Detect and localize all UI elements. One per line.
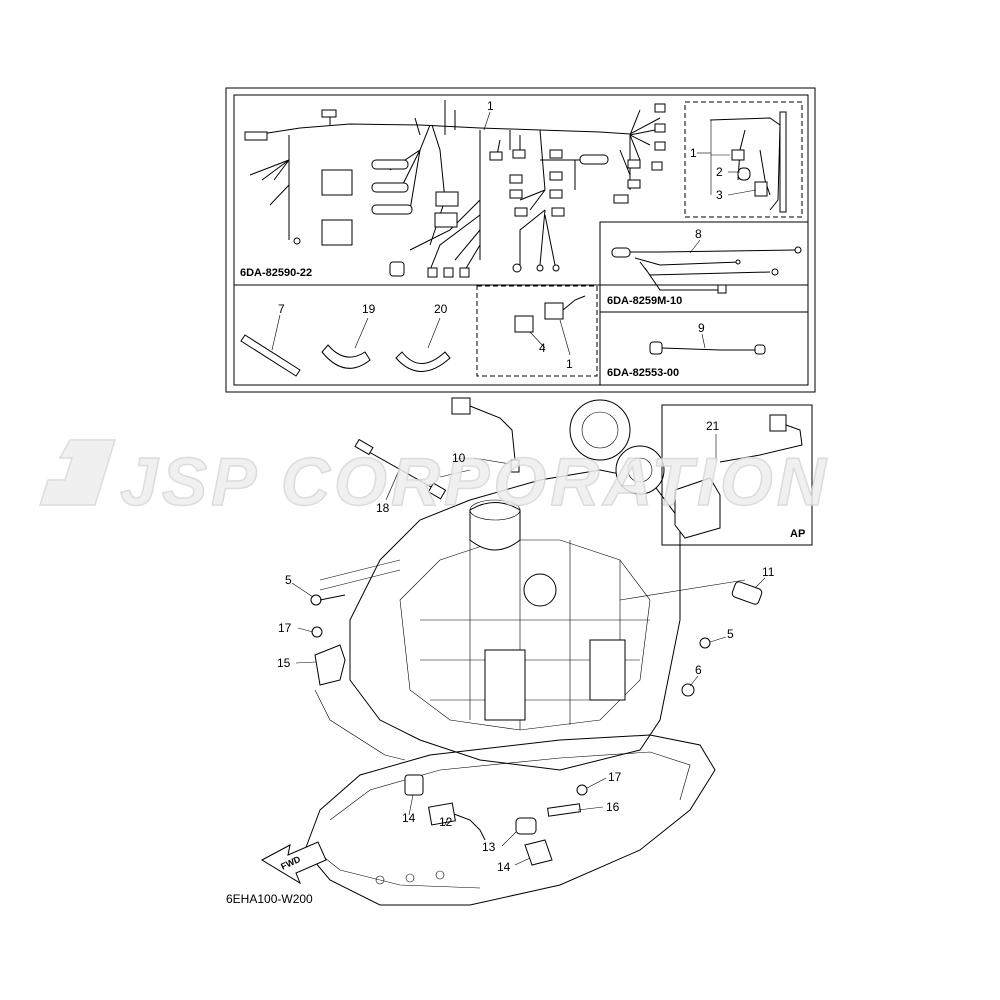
watermark-logo-icon <box>38 439 117 506</box>
callout-16: 16 <box>606 800 620 814</box>
callout-6: 6 <box>695 663 702 677</box>
callout-2: 2 <box>716 165 723 179</box>
diagram-code: 6EHA100-W200 <box>226 892 313 906</box>
watermark-text: JSP CORPORATION <box>120 444 830 520</box>
lead-9 <box>649 341 766 355</box>
bottom-cowling <box>304 734 716 906</box>
callout-20: 20 <box>434 302 448 316</box>
fwd-arrow <box>260 841 327 885</box>
callout-11: 11 <box>762 565 775 579</box>
harness-sub-code: 6DA-8259M-10 <box>607 295 682 307</box>
holder-19 <box>321 344 371 369</box>
callout-17-bottom: 17 <box>608 770 622 784</box>
sub-harness-dashed-box <box>684 101 803 218</box>
switch-11 <box>731 581 763 605</box>
lead-code: 6DA-82553-00 <box>607 367 679 379</box>
callout-17-top: 17 <box>278 621 292 635</box>
harness-8 <box>611 246 802 294</box>
callout-19: 19 <box>362 302 376 316</box>
leader-lines <box>271 111 766 866</box>
callout-12: 12 <box>439 815 453 829</box>
lower-small-parts <box>404 774 581 866</box>
callout-1-relay: 1 <box>566 357 573 371</box>
callout-5-right: 5 <box>727 627 734 641</box>
callout-5-left: 5 <box>285 573 292 587</box>
relay-dashed-box <box>476 285 598 377</box>
bolts <box>310 594 711 796</box>
callout-14-bottom: 14 <box>497 860 511 874</box>
callout-14-left: 14 <box>402 811 416 825</box>
inset-ap <box>661 404 813 546</box>
watermark: JSP CORPORATION <box>38 439 830 521</box>
sensor-18 <box>354 438 447 500</box>
callout-21: 21 <box>706 419 720 433</box>
holder-20 <box>395 351 451 372</box>
engine-assembly <box>319 399 681 771</box>
callout-13: 13 <box>482 840 496 854</box>
bracket-15 <box>314 644 406 761</box>
callout-10: 10 <box>452 451 466 465</box>
sender-10 <box>451 397 520 473</box>
ap-label: AP <box>790 528 805 540</box>
callout-4: 4 <box>539 341 546 355</box>
callout-18: 18 <box>376 501 390 515</box>
main-wire-harness <box>244 100 666 278</box>
callout-1-sub: 1 <box>690 146 697 160</box>
callout-15: 15 <box>277 656 291 670</box>
harness-inset-frame <box>225 87 816 393</box>
harness-main-code: 6DA-82590-22 <box>240 267 312 279</box>
cable-tie-7 <box>240 334 301 377</box>
callout-7: 7 <box>278 302 285 316</box>
callout-3: 3 <box>716 188 723 202</box>
callout-8: 8 <box>695 227 702 241</box>
callout-9: 9 <box>698 321 705 335</box>
callout-1-main: 1 <box>487 99 494 113</box>
sub-harness <box>709 111 787 213</box>
relay-part <box>514 295 586 356</box>
